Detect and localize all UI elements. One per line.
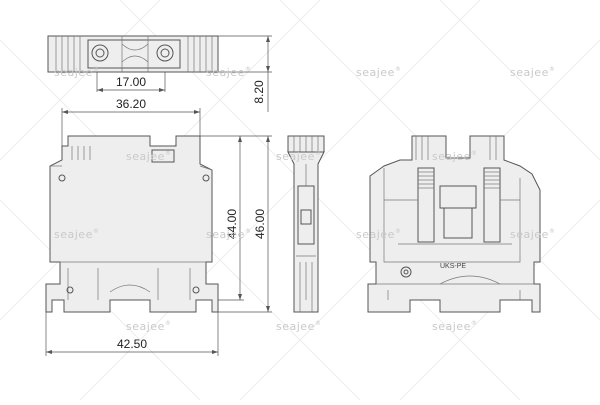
dim-front-base-width-label: 42.50 — [117, 337, 147, 351]
watermark: seajee® — [432, 320, 477, 333]
dim-front-base-width: 42.50 — [45, 312, 219, 356]
dim-front-inner-height: 44.00 — [200, 135, 244, 301]
watermark: seajee® — [54, 66, 99, 79]
dim-front-upper-width: 36.20 — [61, 97, 201, 146]
dim-front-upper-width-label: 36.20 — [116, 97, 146, 111]
dim-top-width-label: 17.00 — [116, 75, 146, 89]
dim-front-inner-height-label: 44.00 — [225, 209, 239, 239]
dim-top-height-label: 8.20 — [252, 80, 266, 104]
section-label: UKS-PE — [440, 263, 466, 270]
dim-top-width: 17.00 — [96, 72, 166, 92]
watermark: seajee® — [276, 320, 321, 333]
dim-front-total-height-label: 46.00 — [253, 209, 267, 239]
screw-hole-right — [156, 44, 174, 62]
side-view-body — [287, 151, 325, 313]
watermark: seajee® — [276, 150, 321, 163]
watermark: seajee® — [356, 228, 401, 241]
watermark: seajee® — [126, 150, 171, 163]
front-view — [45, 135, 219, 313]
watermark: seajee® — [510, 66, 555, 79]
dim-front-total-height: 46.00 — [218, 135, 272, 313]
top-view-body — [47, 35, 219, 73]
watermark: seajee® — [206, 228, 251, 241]
watermark: seajee® — [126, 320, 171, 333]
watermark: seajee® — [54, 228, 99, 241]
watermark: seajee® — [206, 66, 251, 79]
side-view — [287, 135, 325, 313]
watermarks: seajee® seajee® seajee® seajee® seajee® … — [54, 66, 555, 333]
watermark: seajee® — [432, 150, 477, 163]
dim-top-height: 8.20 — [218, 35, 272, 112]
front-view-body — [45, 135, 219, 313]
top-view — [47, 35, 219, 73]
section-view: UKS-PE — [367, 135, 541, 313]
screw-hole-left — [91, 44, 109, 62]
watermark: seajee® — [510, 228, 555, 241]
watermark: seajee® — [356, 66, 401, 79]
